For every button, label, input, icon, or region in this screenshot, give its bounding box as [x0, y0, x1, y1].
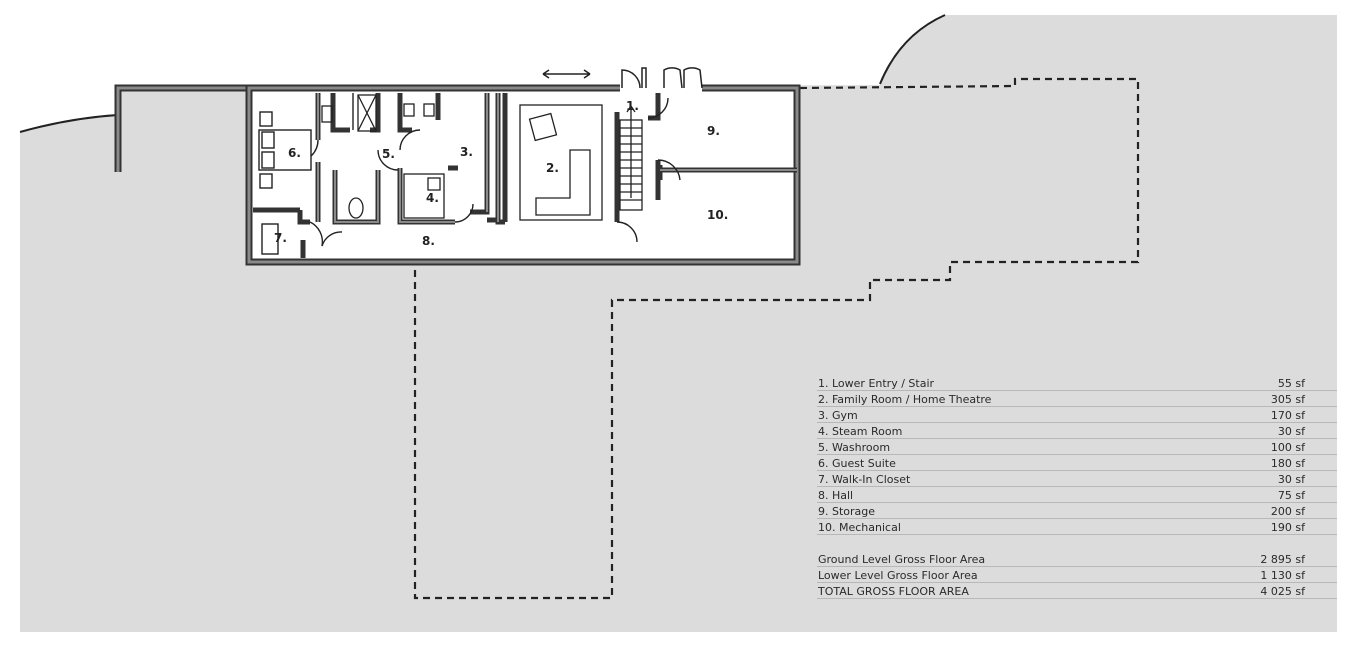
room-label-8: 8.	[422, 234, 435, 248]
ground-level-outline	[413, 77, 1140, 600]
schedule-room: 5. Washroom	[818, 441, 891, 454]
total-area: 1 130 sf	[1260, 569, 1305, 582]
schedule-room: 4. Steam Room	[818, 425, 903, 438]
schedule-row: 2. Family Room / Home Theatre 305 sf	[817, 391, 1337, 407]
room-label-7: 7.	[274, 231, 287, 245]
room-label-3: 3.	[460, 145, 473, 159]
schedule-room: 1. Lower Entry / Stair	[818, 377, 935, 390]
building-floor	[249, 88, 797, 262]
grade-line	[19, 114, 119, 133]
schedule-area: 170 sf	[1270, 409, 1305, 422]
washroom-fixtures	[321, 94, 445, 219]
schedule-room: 2. Family Room / Home Theatre	[818, 393, 992, 406]
schedule-area: 30 sf	[1277, 473, 1305, 486]
schedule-room: 7. Walk-In Closet	[818, 473, 911, 486]
room-label-10: 10.	[707, 208, 728, 222]
schedule-area: 100 sf	[1270, 441, 1305, 454]
schedule-room: 10. Mechanical	[818, 521, 901, 534]
patio-door	[663, 67, 683, 89]
family-room-furniture	[519, 104, 603, 221]
bed	[258, 111, 312, 189]
schedule-area: 305 sf	[1270, 393, 1305, 406]
schedule-row: 9. Storage 200 sf	[817, 503, 1337, 519]
room-label-1: 1.	[626, 99, 639, 113]
total-area: 4 025 sf	[1260, 585, 1305, 598]
schedule-row: 1. Lower Entry / Stair 55 sf	[817, 375, 1337, 391]
room-label-9: 9.	[707, 124, 720, 138]
total-row: Lower Level Gross Floor Area 1 130 sf	[817, 567, 1337, 583]
schedule-row: 5. Washroom 100 sf	[817, 439, 1337, 455]
sliding-arrow	[542, 69, 591, 79]
schedule-area: 55 sf	[1277, 377, 1305, 390]
schedule-row: 3. Gym 170 sf	[817, 407, 1337, 423]
room-label-5: 5.	[382, 147, 395, 161]
closet-shelf	[261, 223, 279, 255]
schedule-row: 4. Steam Room 30 sf	[817, 423, 1337, 439]
total-area: 2 895 sf	[1260, 553, 1305, 566]
schedule-room: 8. Hall	[818, 489, 854, 502]
stair	[619, 104, 643, 211]
grade-line-right	[879, 14, 946, 85]
total-label: TOTAL GROSS FLOOR AREA	[818, 585, 969, 598]
schedule-row: 7. Walk-In Closet 30 sf	[817, 471, 1337, 487]
schedule-row: 8. Hall 75 sf	[817, 487, 1337, 503]
schedule-room: 6. Guest Suite	[818, 457, 896, 470]
schedule-area: 200 sf	[1270, 505, 1305, 518]
schedule-area: 190 sf	[1270, 521, 1305, 534]
schedule-area: 180 sf	[1270, 457, 1305, 470]
area-schedule: 1. Lower Entry / Stair 55 sf 2. Family Ro…	[817, 375, 1337, 599]
total-row: TOTAL GROSS FLOOR AREA 4 025 sf	[817, 583, 1337, 599]
schedule-gap	[817, 535, 1337, 551]
total-label: Lower Level Gross Floor Area	[818, 569, 978, 582]
room-label-2: 2.	[546, 161, 559, 175]
room-label-6: 6.	[288, 146, 301, 160]
schedule-room: 9. Storage	[818, 505, 876, 518]
schedule-area: 75 sf	[1277, 489, 1305, 502]
schedule-row: 10. Mechanical 190 sf	[817, 519, 1337, 535]
schedule-row: 6. Guest Suite 180 sf	[817, 455, 1337, 471]
schedule-area: 30 sf	[1277, 425, 1305, 438]
schedule-room: 3. Gym	[818, 409, 858, 422]
total-row: Ground Level Gross Floor Area 2 895 sf	[817, 551, 1337, 567]
entry-door	[621, 69, 641, 89]
room-label-4: 4.	[426, 191, 439, 205]
total-label: Ground Level Gross Floor Area	[818, 553, 986, 566]
